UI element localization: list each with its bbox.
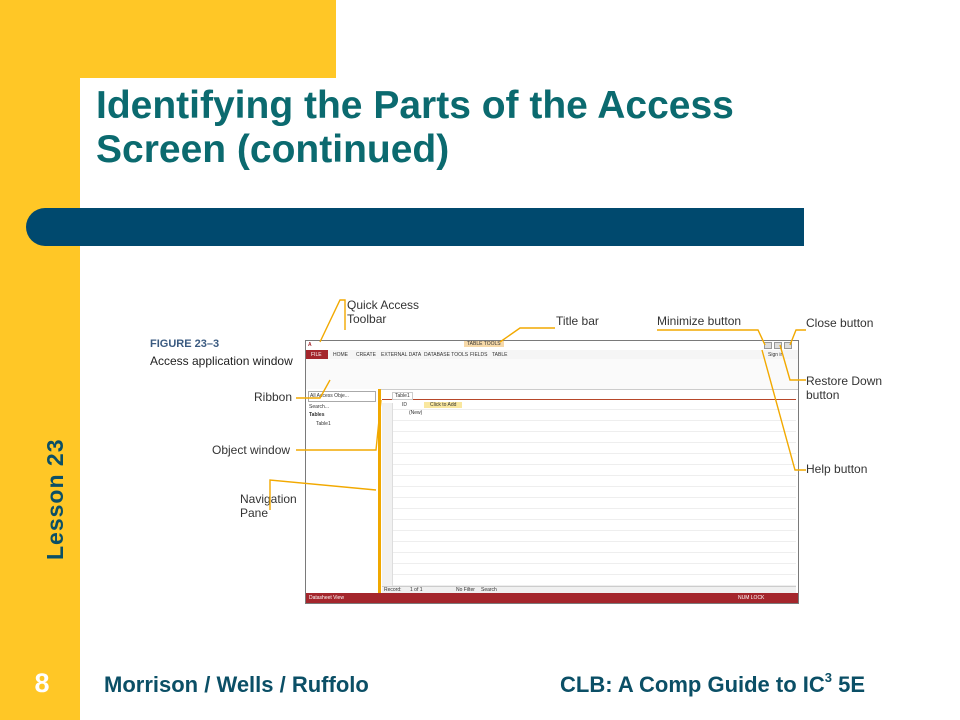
callout-navigation-pane: Navigation Pane: [240, 492, 297, 520]
column-id-header[interactable]: ID: [402, 402, 407, 408]
access-window: A TABLE TOOLS FILE HOME CREATE EXTERNAL …: [305, 340, 799, 604]
object-tab-strip: [382, 391, 796, 400]
line-object-window: [296, 399, 382, 451]
footer-edition: 5E: [832, 672, 866, 697]
record-position[interactable]: 1 of 1: [410, 587, 423, 593]
navigation-pane: [306, 389, 381, 593]
callout-minimize-button: Minimize button: [657, 314, 742, 328]
object-tab-table1[interactable]: Table1: [392, 392, 413, 400]
title-line-2: Screen (continued): [96, 128, 450, 171]
restore-button[interactable]: [774, 342, 782, 349]
sign-in-link[interactable]: Sign in: [768, 352, 784, 358]
figure-label: FIGURE 23–3: [150, 338, 220, 350]
footer-book-title-text: CLB: A Comp Guide to IC: [560, 672, 825, 697]
callout-close-button: Close button: [806, 316, 874, 330]
callout-ribbon: Ribbon: [254, 390, 293, 404]
record-label: Record:: [384, 587, 402, 593]
page-number: 8: [34, 668, 50, 698]
nav-search[interactable]: Search...: [309, 404, 330, 410]
callout-title-bar: Title bar: [556, 314, 599, 328]
title-line-1: Identifying the Parts of the Access: [96, 84, 734, 127]
line-title-bar: [499, 327, 555, 343]
callout-quick-access-toolbar: Quick Access Toolbar: [347, 298, 420, 326]
line-navigation-pane: [269, 479, 377, 510]
line-minimize: [657, 329, 766, 346]
status-view-label: Datasheet View: [309, 595, 344, 601]
tab-create[interactable]: CREATE: [356, 352, 376, 358]
top-accent-block: [80, 0, 336, 78]
table-tools-label: TABLE TOOLS: [464, 341, 504, 347]
tab-fields[interactable]: FIELDS: [470, 352, 488, 358]
callout-object-window: Object window: [212, 443, 291, 457]
figure-caption: Access application window: [150, 354, 293, 368]
nav-pane-header[interactable]: [308, 391, 376, 402]
record-navigation-bar: [382, 586, 796, 594]
tab-file[interactable]: FILE: [311, 352, 322, 358]
footer-authors: Morrison / Wells / Ruffolo: [104, 672, 369, 697]
nav-group-tables: Tables: [309, 412, 325, 418]
status-bar: [306, 593, 798, 603]
file-tab[interactable]: [306, 350, 328, 359]
click-to-add-column[interactable]: Click to Add: [424, 402, 463, 408]
close-button[interactable]: [784, 342, 792, 349]
callout-help-button: Help button: [806, 462, 868, 476]
line-close: [789, 329, 806, 346]
line-ribbon: [296, 379, 331, 399]
no-filter-button[interactable]: No Filter: [456, 587, 475, 593]
status-num-lock: NUM LOCK: [738, 595, 765, 601]
datasheet-grid[interactable]: [382, 401, 796, 586]
line-quick-access: [319, 299, 346, 343]
line-help: [761, 349, 806, 471]
footer-superscript: 3: [824, 670, 833, 685]
tab-home[interactable]: HOME: [333, 352, 348, 358]
nav-item-table1[interactable]: Table1: [316, 421, 331, 427]
line-restore: [779, 344, 806, 381]
footer-book-title: CLB: A Comp Guide to IC3 5E: [560, 670, 866, 698]
ribbon: [306, 359, 798, 390]
nav-pane-header-label: All Access Obje...: [310, 393, 349, 399]
new-record-cell[interactable]: (New): [409, 410, 423, 416]
minimize-button[interactable]: [764, 342, 772, 349]
record-search-box[interactable]: Search: [481, 587, 497, 593]
slide-title: Identifying the Parts of the Access Scre…: [96, 84, 936, 172]
left-accent-bar: [0, 0, 80, 720]
row-selector-column: [382, 403, 393, 586]
tab-database-tools[interactable]: DATABASE TOOLS: [424, 352, 469, 358]
callout-restore-down-button: Restore Down button: [806, 374, 883, 402]
access-logo-icon: A: [308, 342, 312, 348]
title-divider-bar: [26, 208, 804, 246]
tab-external-data[interactable]: EXTERNAL DATA: [381, 352, 422, 358]
tab-table[interactable]: TABLE: [492, 352, 508, 358]
access-title-bar: A TABLE TOOLS: [306, 341, 798, 350]
